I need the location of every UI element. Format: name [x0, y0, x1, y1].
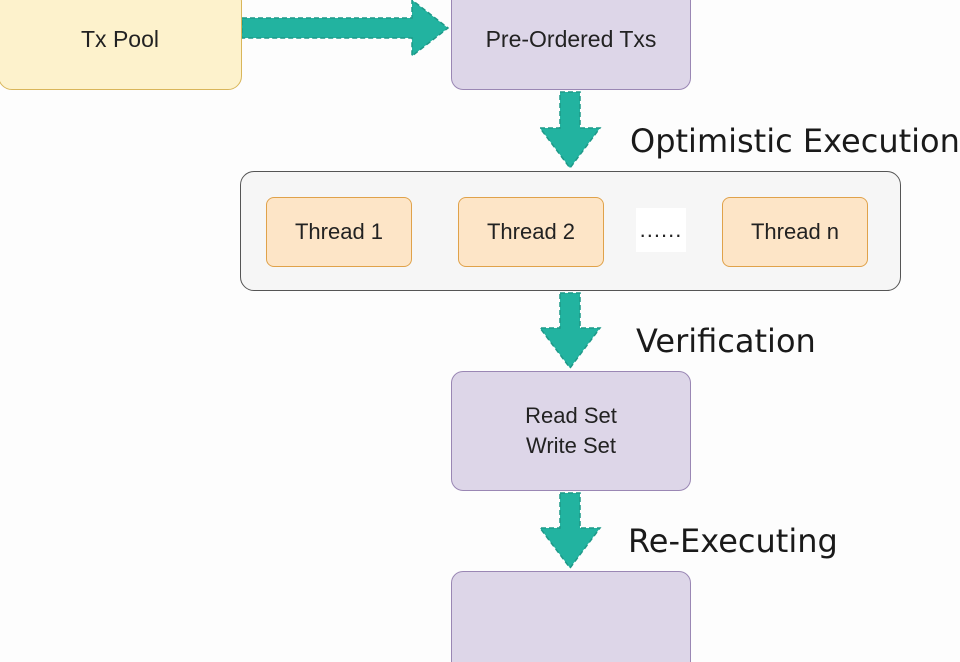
- arrow-preordered-to-execution: [538, 91, 602, 170]
- thread-1-node: Thread 1: [266, 197, 412, 267]
- stage-optimistic-execution: Optimistic Execution: [630, 122, 960, 160]
- arrow-verification-to-reexecuting: [538, 492, 602, 570]
- thread-2-node: Thread 2: [458, 197, 604, 267]
- tx-pool-node: Tx Pool: [0, 0, 242, 90]
- thread-n-label: Thread n: [750, 219, 840, 244]
- pre-ordered-txs-node: Pre-Ordered Txs: [451, 0, 691, 90]
- arrow-txpool-to-preordered: [241, 0, 450, 58]
- thread-n-node: Thread n: [722, 197, 868, 267]
- pre-ordered-label: Pre-Ordered Txs: [485, 25, 657, 52]
- read-set-label: Read Set: [525, 403, 617, 428]
- arrow-execution-to-verification: [538, 292, 602, 370]
- tx-pool-label: Tx Pool: [81, 25, 159, 52]
- thread-2-label: Thread 2: [486, 219, 576, 244]
- stage-re-executing: Re-Executing: [628, 522, 838, 560]
- read-write-set-node: Read Set Write Set: [451, 371, 691, 491]
- thread-ellipsis: ......: [636, 208, 686, 252]
- thread-1-label: Thread 1: [294, 219, 384, 244]
- final-node: [451, 571, 691, 662]
- write-set-label: Write Set: [525, 433, 617, 458]
- stage-verification: Verification: [636, 322, 816, 360]
